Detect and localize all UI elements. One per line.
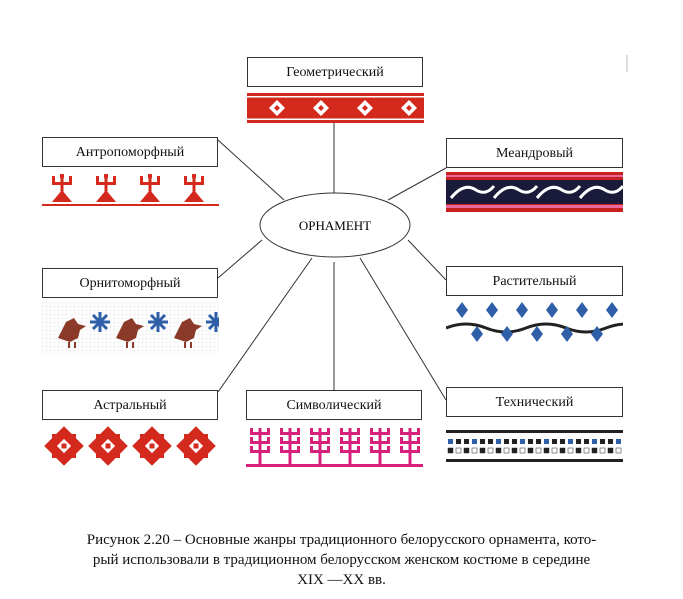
ornament-astral bbox=[42, 424, 219, 468]
caption-line-1: Рисунок 2.20 – Основные жанры традиционн… bbox=[86, 532, 597, 548]
ornament-symbolic bbox=[246, 424, 423, 468]
label-symbolic: Символический bbox=[246, 390, 422, 420]
caption-line-3: XIX —XX вв. bbox=[297, 572, 386, 588]
ornament-ornithomorphic bbox=[42, 302, 219, 354]
connector-astral bbox=[217, 257, 313, 393]
ornament-technical bbox=[446, 428, 623, 464]
label-meander: Меандровый bbox=[446, 138, 623, 168]
ornament-anthropomorphic bbox=[42, 170, 219, 208]
ornament-plant bbox=[446, 300, 623, 344]
label-technical: Технический bbox=[446, 387, 623, 417]
label-astral: Астральный bbox=[42, 390, 218, 420]
ornament-meander bbox=[446, 172, 623, 212]
connector-plant bbox=[407, 239, 447, 281]
connector-technical bbox=[359, 257, 447, 401]
caption-line-2: рый использовали в традиционном белорусс… bbox=[92, 552, 591, 568]
connector-ornithomorphic bbox=[217, 239, 263, 279]
center-ellipse bbox=[259, 192, 411, 258]
connector-lines: ОРНАМЕНТ bbox=[217, 55, 628, 401]
label-geometric: Геометрический bbox=[247, 57, 423, 87]
figure-caption: Рисунок 2.20 – Основные жанры традиционн… bbox=[10, 530, 673, 590]
label-anthropomorphic: Антропоморфный bbox=[42, 137, 218, 167]
label-plant: Растительный bbox=[446, 266, 623, 296]
label-ornithomorphic: Орнитоморфный bbox=[42, 268, 218, 298]
ornament-geometric bbox=[247, 93, 424, 123]
center-label: ОРНАМЕНТ bbox=[299, 218, 371, 233]
connector-meander bbox=[387, 167, 447, 201]
connector-anthropomorphic bbox=[217, 139, 285, 201]
